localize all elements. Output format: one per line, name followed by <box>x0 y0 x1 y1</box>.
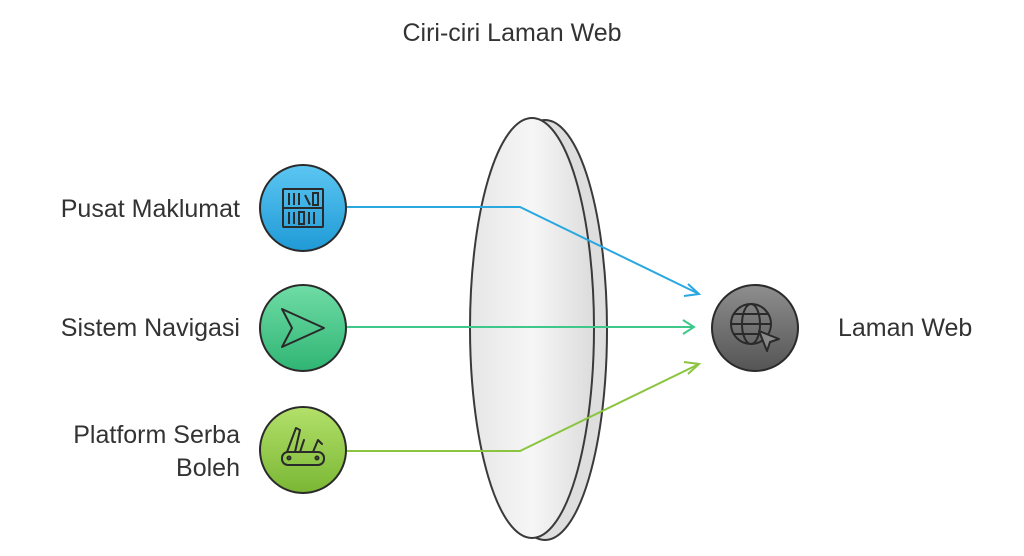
label-line-1: Platform Serba <box>73 421 240 449</box>
multi-tool-knife-icon <box>281 427 325 466</box>
label-laman-web: Laman Web <box>838 314 973 342</box>
bookshelf-icon <box>282 188 324 228</box>
pusat-maklumat-node <box>259 164 347 252</box>
connector-sistem-navigasi <box>347 319 696 335</box>
label-line-2: Boleh <box>176 454 240 482</box>
label-sistem-navigasi: Sistem Navigasi <box>60 314 240 342</box>
connector-pusat-maklumat <box>347 206 702 297</box>
platform-serba-boleh-node <box>259 406 347 494</box>
navigation-arrow-icon <box>281 308 325 348</box>
diagram-title: Ciri-ciri Laman Web <box>402 19 622 47</box>
globe-cursor-icon <box>730 303 780 352</box>
laman-web-node <box>711 284 799 372</box>
sistem-navigasi-node <box>259 284 347 372</box>
connector-platform-serba-boleh <box>347 361 702 452</box>
label-platform-serba-boleh: Platform Serba Boleh <box>73 419 240 485</box>
label-pusat-maklumat: Pusat Maklumat <box>60 195 240 223</box>
lens <box>469 117 608 541</box>
